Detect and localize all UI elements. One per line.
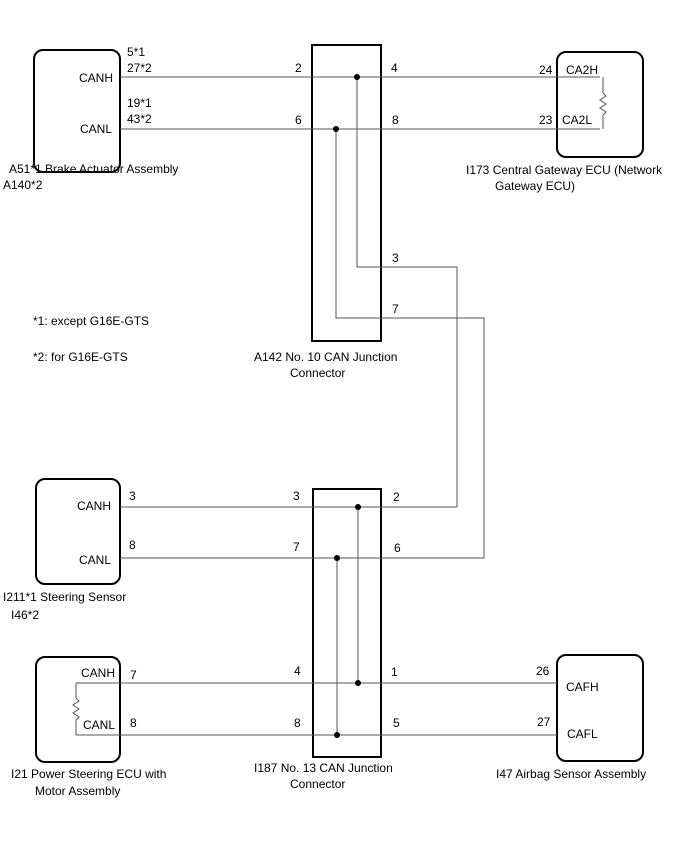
a142-pin-4: 4	[391, 61, 398, 75]
a142-pin-2: 2	[295, 61, 302, 75]
ps-pin-canl-label: CANL	[83, 718, 115, 732]
brake-canl-no-2: 43*2	[127, 112, 152, 126]
i187-caption-line2: Connector	[290, 777, 345, 791]
i187-pin-2: 2	[393, 490, 400, 504]
i187-pin-8: 8	[294, 716, 301, 730]
splice-dot-i187-low-top	[334, 555, 340, 561]
junction-i187-box	[312, 488, 382, 758]
a142-pin-6: 6	[295, 113, 302, 127]
ps-caption-line2: Motor Assembly	[35, 784, 120, 798]
wire-a142-p3	[356, 77, 458, 507]
a142-pin-7: 7	[392, 302, 399, 316]
a142-pin-3: 3	[392, 251, 399, 265]
brake-canl-no-1: 19*1	[127, 96, 152, 110]
i187-pin-1: 1	[391, 665, 398, 679]
ps-no-l: 8	[130, 716, 137, 730]
note-for-g16e: *2: for G16E-GTS	[33, 350, 128, 364]
airbag-no-h: 26	[536, 664, 550, 678]
gateway-ecu-box	[556, 51, 644, 158]
brake-canh-no-2: 27*2	[127, 61, 152, 75]
brake-pin-canh-label: CANH	[79, 71, 113, 85]
i187-pin-3: 3	[293, 489, 300, 503]
gateway-pin-h-label: CA2H	[566, 63, 598, 77]
gateway-no-l: 23	[539, 113, 553, 127]
ps-no-h: 7	[130, 668, 137, 682]
splice-dot-i187-high-bottom	[355, 680, 361, 686]
airbag-no-l: 27	[537, 715, 551, 729]
brake-caption-line1: A51*1 Brake Actuator Assembly	[9, 162, 178, 176]
junction-a142-box	[311, 44, 382, 342]
i187-pin-7: 7	[293, 540, 300, 554]
splice-dot-i187-low-bottom	[334, 732, 340, 738]
steering-sensor-box	[35, 478, 121, 585]
splice-dot-i187-high-top	[355, 504, 361, 510]
i187-pin-5: 5	[393, 716, 400, 730]
brake-canh-no-1: 5*1	[127, 45, 145, 59]
airbag-pin-l-label: CAFL	[567, 727, 598, 741]
a142-pin-8: 8	[392, 113, 399, 127]
a142-caption-line1: A142 No. 10 CAN Junction	[254, 350, 397, 364]
airbag-sensor-box	[556, 654, 644, 762]
steering-no-l: 8	[129, 538, 136, 552]
i187-caption-line1: I187 No. 13 CAN Junction	[254, 761, 393, 775]
ps-pin-canh-label: CANH	[81, 666, 115, 680]
wire-a142-p7	[335, 129, 485, 558]
splice-dot-a142-high	[354, 74, 360, 80]
steering-pin-canl-label: CANL	[79, 553, 111, 567]
splice-dot-a142-low	[333, 126, 339, 132]
airbag-caption: I47 Airbag Sensor Assembly	[496, 767, 646, 781]
a142-caption-line2: Connector	[290, 366, 345, 380]
steering-caption-line2: I46*2	[11, 608, 39, 622]
brake-pin-canl-label: CANL	[80, 122, 112, 136]
gateway-pin-l-label: CA2L	[562, 113, 592, 127]
gateway-caption-line2: Gateway ECU)	[495, 179, 575, 193]
i187-pin-6: 6	[394, 541, 401, 555]
gateway-no-h: 24	[539, 63, 553, 77]
gateway-caption-line1: I173 Central Gateway ECU (Network	[466, 163, 663, 177]
brake-caption-line2: A140*2	[3, 178, 43, 192]
brake-actuator-box	[33, 49, 121, 173]
i187-pin-4: 4	[294, 664, 301, 678]
steering-caption-line1: I211*1 Steering Sensor	[3, 590, 126, 604]
gateway-resistor-icon	[599, 92, 607, 116]
steering-no-h: 3	[129, 489, 136, 503]
ps-caption-line1: I21 Power Steering ECU with	[11, 767, 166, 781]
ps-resistor-icon	[72, 697, 80, 721]
note-except-g16e: *1: except G16E-GTS	[33, 314, 149, 328]
steering-pin-canh-label: CANH	[77, 499, 111, 513]
airbag-pin-h-label: CAFH	[566, 680, 599, 694]
